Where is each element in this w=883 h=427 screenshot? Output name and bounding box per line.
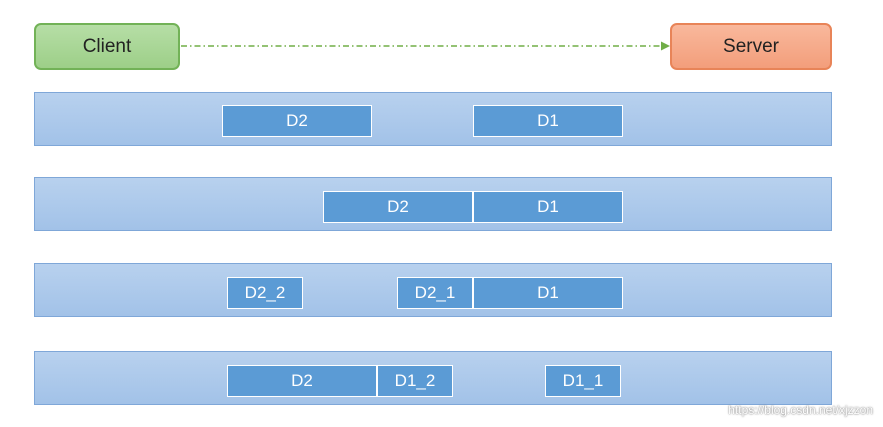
lane-1: D2 D1 — [34, 92, 832, 146]
watermark: https://blog.csdn.net/xjzzon — [728, 403, 873, 417]
packet-d2: D2 — [323, 191, 473, 223]
packet-d1: D1 — [473, 191, 623, 223]
lane-2: D2 D1 — [34, 177, 832, 231]
client-label: Client — [82, 35, 132, 57]
lane-3: D2_2 D2_1 D1 — [34, 263, 832, 317]
packet-d2-1: D2_1 — [397, 277, 473, 309]
packet-d1-2: D1_2 — [377, 365, 453, 397]
lane-4: D2 D1_2 D1_1 — [34, 351, 832, 405]
packet-d2: D2 — [227, 365, 377, 397]
packet-d2: D2 — [222, 105, 372, 137]
packet-d1: D1 — [473, 105, 623, 137]
packet-d1: D1 — [473, 277, 623, 309]
server-node: Server — [670, 23, 832, 70]
client-node: Client — [34, 23, 180, 70]
server-label: Server — [723, 35, 779, 57]
packet-d2-2: D2_2 — [227, 277, 303, 309]
packet-d1-1: D1_1 — [545, 365, 621, 397]
